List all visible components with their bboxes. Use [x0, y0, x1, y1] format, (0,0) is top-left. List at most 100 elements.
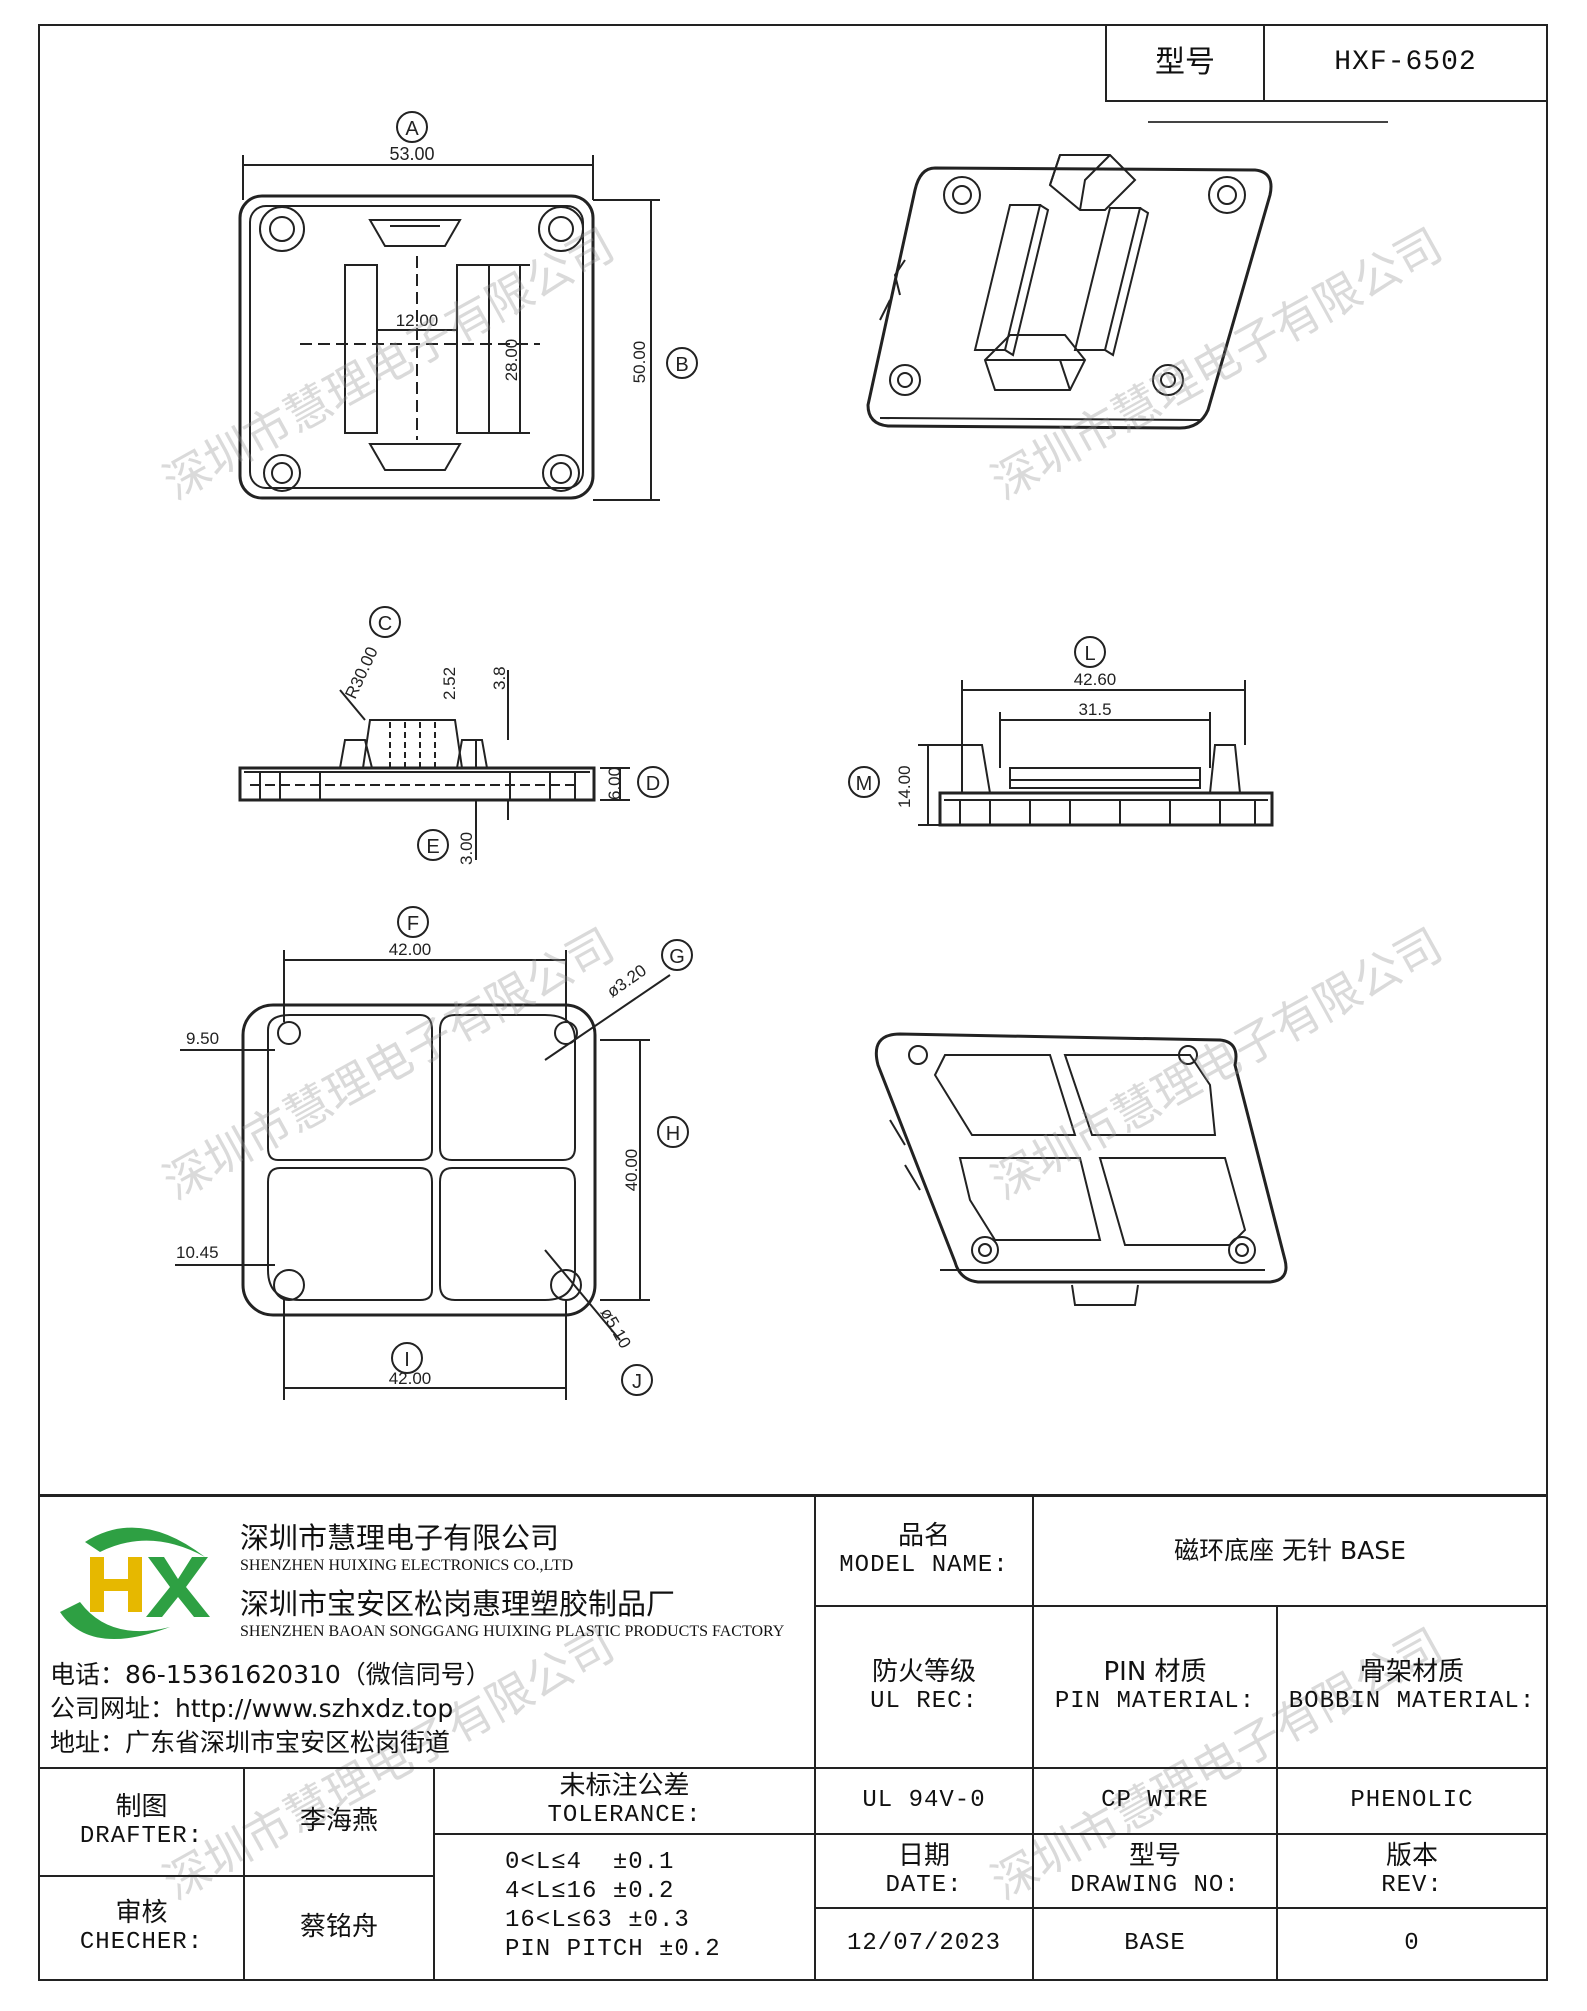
drawing-no-value-cell: BASE	[1032, 1907, 1278, 1981]
checker-name-cell: 蔡铭舟	[243, 1875, 435, 1981]
drafter-name: 李海燕	[299, 1806, 378, 1837]
front-315-label: 31.5	[1078, 700, 1111, 719]
company-name-en: SHENZHEN HUIXING ELECTRONICS CO.,LTD	[240, 1557, 574, 1574]
front-m-label: 14.00	[895, 765, 914, 808]
factory-name-cn: 深圳市宝安区松岗惠理塑胶制品厂	[240, 1587, 676, 1621]
tolerance-line-4: PIN PITCH ±0.2	[505, 1935, 721, 1963]
date-label-cell: 日期 DATE:	[814, 1833, 1034, 1909]
header-model-value-cell: HXF-6502	[1263, 24, 1548, 102]
ul-en: UL REC:	[870, 1688, 978, 1716]
date-cn: 日期	[897, 1841, 950, 1871]
pin-en: PIN MATERIAL:	[1054, 1688, 1256, 1716]
tolerance-line-2: 4<L≤16 ±0.2	[505, 1878, 675, 1906]
tolerance-line-1: 0<L≤4 ±0.1	[505, 1849, 675, 1877]
side-252-label: 2.52	[440, 667, 459, 700]
front-l-circle-label: L	[1084, 643, 1095, 665]
drawing-no-label-cell: 型号 DRAWING NO:	[1032, 1833, 1278, 1909]
isometric-view-bottom	[874, 1032, 1288, 1306]
company-phone: 电话：86-15361620310（微信同号）	[50, 1660, 491, 1689]
side-r-label: R30.00	[341, 644, 381, 702]
front-l-label: 42.60	[1074, 670, 1117, 689]
date-en: DATE:	[885, 1872, 963, 1900]
header-underline	[1148, 121, 1388, 123]
ul-value-cell: UL 94V-0	[814, 1767, 1034, 1835]
drafter-cn: 制图	[115, 1792, 168, 1822]
side-e-circle-label: E	[426, 836, 439, 858]
tolerance-values-cell: 0<L≤4 ±0.1 4<L≤16 ±0.2 16<L≤63 ±0.3 PIN …	[433, 1833, 816, 1981]
side-38-label: 3.8	[490, 666, 509, 690]
bobbin-value: PHENOLIC	[1350, 1786, 1474, 1814]
side-d-circle-label: D	[646, 773, 660, 795]
company-name-cn: 深圳市慧理电子有限公司	[240, 1521, 560, 1555]
ul-value: UL 94V-0	[862, 1786, 986, 1814]
top-view	[238, 111, 698, 501]
ul-cn: 防火等级	[871, 1657, 976, 1687]
drafter-en: DRAFTER:	[79, 1823, 204, 1851]
bottom-h-circle-label: H	[666, 1123, 680, 1145]
pin-value-cell: CP WIRE	[1032, 1767, 1278, 1835]
side-view	[238, 606, 669, 861]
bottom-g-label: ø3.20	[603, 961, 650, 1002]
bobbin-cn: 骨架材质	[1359, 1657, 1464, 1687]
company-logo-text: HX	[50, 1517, 52, 1518]
bottom-h-label: 40.00	[622, 1149, 641, 1192]
ul-label-cell: 防火等级 UL REC:	[814, 1605, 1034, 1769]
dim-a-circle-label: A	[405, 118, 419, 140]
side-e-label: 3.00	[457, 832, 476, 865]
bottom-950-label: 9.50	[186, 1029, 219, 1048]
model-name-value-cell: 磁环底座 无针 BASE	[1032, 1495, 1548, 1607]
bottom-j-label: ø5.10	[597, 1305, 635, 1352]
drawing-no-value: BASE	[1124, 1929, 1186, 1957]
rev-cn: 版本	[1385, 1841, 1438, 1871]
bottom-j-circle-label: J	[632, 1371, 642, 1393]
front-view	[848, 636, 1274, 827]
date-value: 12/07/2023	[846, 1929, 1002, 1957]
model-name-cn: 品名	[897, 1521, 950, 1551]
technical-drawing: A 53.00 12.00 28.00 50.00 B	[38, 111, 1548, 1495]
tolerance-line-3: 16<L≤63 ±0.3	[505, 1907, 690, 1934]
date-value-cell: 12/07/2023	[814, 1907, 1034, 1981]
bottom-i-circle-label: I	[404, 1349, 410, 1371]
tolerance-cn: 未标注公差	[559, 1771, 690, 1801]
bottom-f-circle-label: F	[407, 913, 419, 935]
model-name-value: 磁环底座 无针 BASE	[1174, 1536, 1406, 1565]
dim-b-label: 50.00	[630, 341, 649, 384]
isometric-view-top	[866, 154, 1273, 430]
bobbin-value-cell: PHENOLIC	[1276, 1767, 1548, 1835]
bottom-view	[175, 906, 693, 1400]
pin-label-cell: PIN 材质 PIN MATERIAL:	[1032, 1605, 1278, 1769]
rev-label-cell: 版本 REV:	[1276, 1833, 1548, 1909]
checker-name: 蔡铭舟	[299, 1912, 378, 1943]
rev-en: REV:	[1381, 1872, 1443, 1900]
tolerance-en: TOLERANCE:	[547, 1802, 702, 1830]
bottom-i-label: 42.00	[389, 1369, 432, 1388]
model-name-label-cell: 品名 MODEL NAME:	[814, 1495, 1034, 1607]
company-address: 地址：广东省深圳市宝安区松岗街道	[50, 1728, 451, 1757]
rev-value: 0	[1404, 1929, 1420, 1957]
checker-cn: 审核	[115, 1898, 168, 1928]
dim-a-label: 53.00	[389, 144, 434, 164]
dim-b-circle-label: B	[675, 354, 688, 376]
bottom-1045-label: 10.45	[176, 1243, 219, 1262]
side-d-label: 6.00	[605, 767, 624, 800]
company-website: 公司网址：http://www.szhxdz.top	[50, 1694, 454, 1723]
factory-name-en: SHENZHEN BAOAN SONGGANG HUIXING PLASTIC …	[240, 1623, 785, 1640]
model-name-en: MODEL NAME:	[839, 1552, 1009, 1580]
drafter-name-cell: 李海燕	[243, 1767, 435, 1877]
drafter-label-cell: 制图 DRAFTER:	[38, 1767, 245, 1877]
bobbin-en: BOBBIN MATERIAL:	[1288, 1688, 1536, 1716]
bottom-f-label: 42.00	[389, 940, 432, 959]
dim-12-label: 12.00	[396, 311, 439, 330]
checker-label-cell: 审核 CHECHER:	[38, 1875, 245, 1981]
pin-value: CP WIRE	[1101, 1786, 1209, 1814]
bobbin-label-cell: 骨架材质 BOBBIN MATERIAL:	[1276, 1605, 1548, 1769]
checker-en: CHECHER:	[79, 1929, 204, 1957]
dim-28-label: 28.00	[502, 339, 521, 382]
bottom-g-circle-label: G	[669, 946, 685, 968]
header-model-label-cell: 型号	[1105, 24, 1265, 102]
header-model-value: HXF-6502	[1334, 47, 1477, 79]
drawing-no-cn: 型号	[1128, 1841, 1181, 1871]
side-c-circle-label: C	[378, 613, 392, 635]
front-m-circle-label: M	[856, 773, 873, 795]
tolerance-label-cell: 未标注公差 TOLERANCE:	[433, 1767, 816, 1835]
